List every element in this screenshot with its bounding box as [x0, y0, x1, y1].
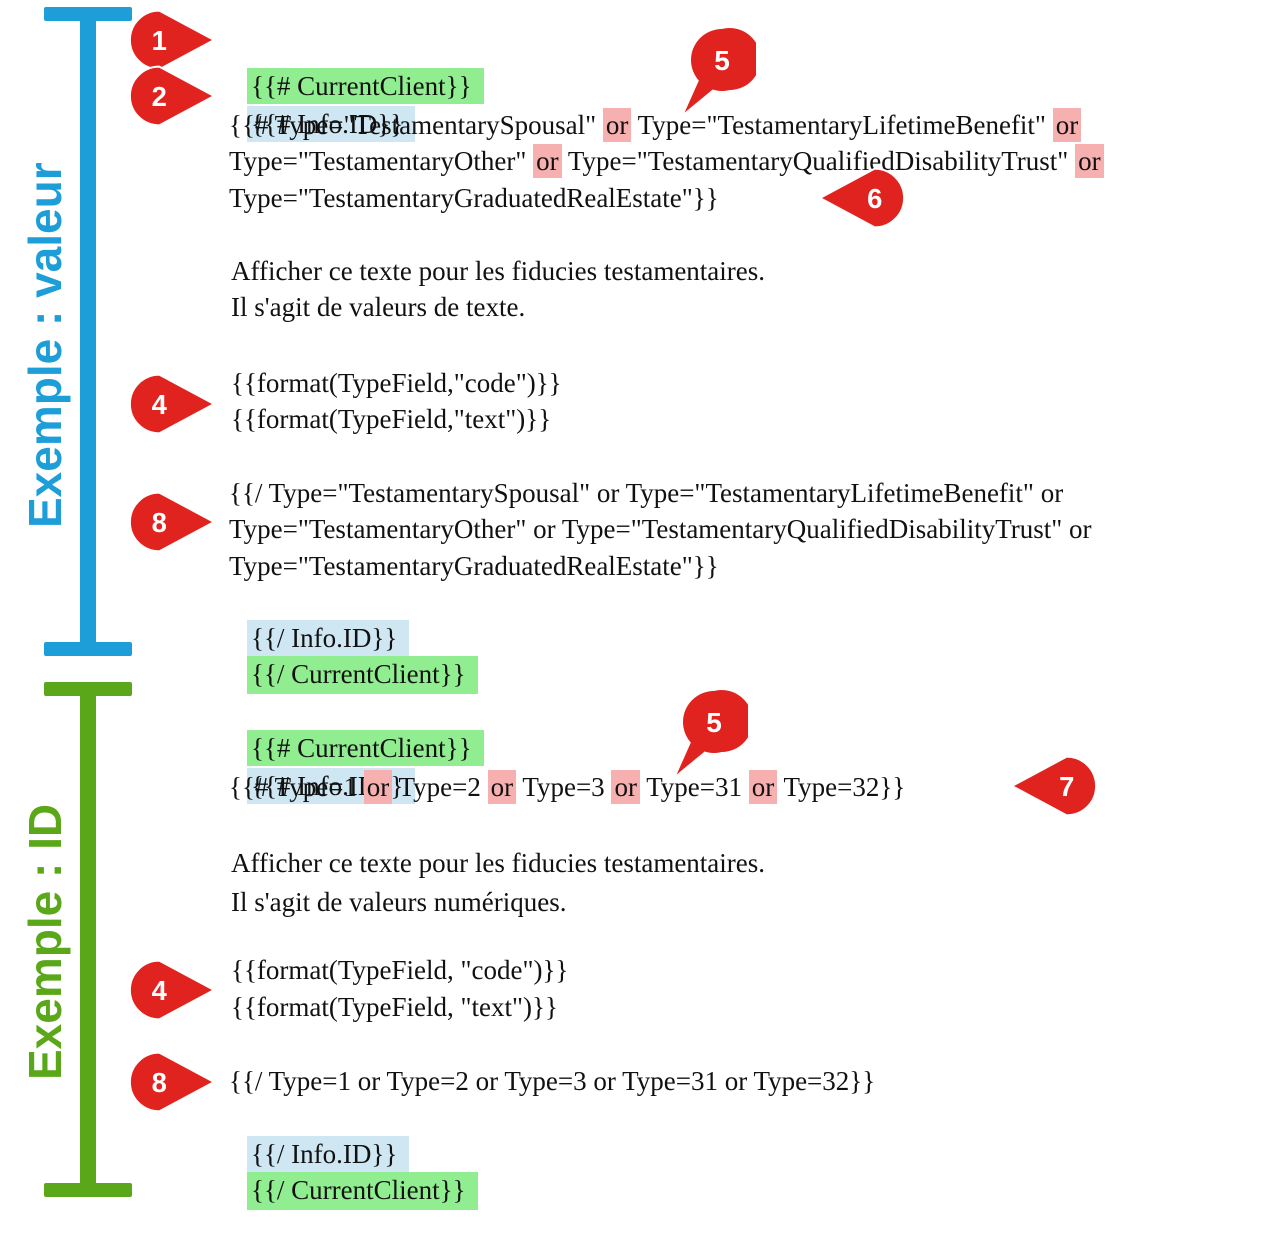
or-highlight: or: [1075, 144, 1104, 178]
description-line-2: Il s'agit de valeurs de texte.: [231, 292, 526, 322]
code-text: Type="TestamentaryOther": [229, 146, 534, 176]
close-condition-line-2: Type="TestamentaryOther" or Type="Testam…: [229, 514, 1092, 544]
open-client-line: {{# CurrentClient}}: [229, 32, 484, 104]
code-text: Type="TestamentaryQualifiedDisabilityTru…: [561, 146, 1076, 176]
callout-badge-pointer-icon: 5: [673, 688, 748, 779]
callout-badge-pointer-icon: 1: [129, 9, 216, 71]
badge-number: 1: [152, 25, 167, 56]
green-highlight: {{# CurrentClient}}: [247, 68, 484, 104]
badge-number: 6: [867, 183, 882, 214]
green-highlight: {{/ CurrentClient}}: [247, 656, 478, 694]
callout-badge-pointer-icon: 2: [129, 65, 216, 127]
bracket-stem: [80, 685, 96, 1190]
or-highlight: or: [748, 770, 778, 804]
or-highlight: or: [363, 770, 393, 804]
open-info-line: {{# Info.ID}}: [229, 732, 416, 804]
callout-badge-pointer-icon: 5: [681, 26, 756, 117]
badge-number: 5: [714, 45, 730, 76]
close-info-line: {{/ Info.ID}}: [229, 584, 410, 656]
badge-number: 4: [152, 975, 168, 1006]
badge-number: 8: [152, 1067, 167, 1098]
or-highlight: or: [1052, 108, 1082, 142]
close-condition-line: {{/ Type=1 or Type=2 or Type=3 or Type=3…: [229, 1066, 876, 1096]
code-text: {{# Type=1: [229, 772, 364, 802]
or-highlight: or: [602, 108, 632, 142]
format-code-line: {{format(TypeField, "code")}}: [231, 955, 569, 985]
description-line-1: Afficher ce texte pour les fiducies test…: [231, 256, 766, 286]
callout-badge-pointer-icon: 8: [129, 1051, 216, 1113]
callout-badge-pointer-icon: 6: [818, 167, 905, 229]
callout-badge-pointer-icon: 4: [129, 959, 216, 1021]
blue-highlight: {{/ Info.ID}}: [247, 1136, 410, 1172]
close-condition-line-3: Type="TestamentaryGraduatedRealEstate"}}: [229, 551, 719, 581]
close-client-line: {{/ CurrentClient}}: [229, 1136, 478, 1210]
close-condition-line-1: {{/ Type="TestamentarySpousal" or Type="…: [229, 478, 1064, 508]
bracket-bottom: [44, 642, 132, 656]
code-text: {{# Type="TestamentarySpousal": [229, 110, 603, 140]
section-label-valeur: Exemple : valeur: [19, 162, 71, 528]
or-highlight: or: [487, 770, 517, 804]
green-highlight: {{# CurrentClient}}: [247, 730, 484, 766]
condition-line: {{# Type=1 or Type=2 or Type=3 or Type=3…: [229, 769, 905, 805]
code-text: Type="TestamentaryLifetimeBenefit": [631, 110, 1053, 140]
condition-line-1: {{# Type="TestamentarySpousal" or Type="…: [229, 107, 1082, 143]
or-highlight: or: [611, 770, 640, 804]
close-client-line: {{/ CurrentClient}}: [229, 620, 478, 694]
or-highlight: or: [533, 144, 562, 178]
green-highlight: {{/ CurrentClient}}: [247, 1172, 478, 1210]
condition-line-3: Type="TestamentaryGraduatedRealEstate"}}: [229, 183, 719, 213]
open-client-line: {{# CurrentClient}}: [229, 694, 484, 766]
description-line-1: Afficher ce texte pour les fiducies test…: [231, 848, 766, 878]
section-label-id: Exemple : ID: [19, 803, 71, 1080]
badge-number: 5: [706, 707, 722, 738]
badge-number: 7: [1059, 771, 1074, 802]
callout-badge-pointer-icon: 7: [1010, 755, 1097, 817]
badge-number: 2: [152, 81, 167, 112]
blue-highlight: {{# Info.ID}}: [247, 106, 416, 142]
callout-badge-pointer-icon: 8: [129, 491, 216, 553]
close-info-line: {{/ Info.ID}}: [229, 1100, 410, 1172]
code-text: Type=2: [392, 772, 488, 802]
bracket-stem: [80, 10, 96, 650]
code-text: Type=32}}: [777, 772, 906, 802]
open-info-line: {{# Info.ID}}: [229, 70, 416, 142]
callout-badge-pointer-icon: 4: [129, 373, 216, 435]
code-text: Type=3: [516, 772, 612, 802]
blue-highlight: {{/ Info.ID}}: [247, 620, 410, 656]
format-text-line: {{format(TypeField, "text")}}: [231, 992, 558, 1022]
badge-number: 4: [152, 389, 168, 420]
format-text-line: {{format(TypeField,"text")}}: [231, 404, 552, 434]
badge-number: 8: [152, 507, 167, 538]
description-line-2: Il s'agit de valeurs numériques.: [231, 887, 567, 917]
code-text: Type=31: [639, 772, 749, 802]
format-code-line: {{format(TypeField,"code")}}: [231, 368, 562, 398]
bracket-bottom: [44, 1183, 132, 1197]
condition-line-2: Type="TestamentaryOther" or Type="Testam…: [229, 143, 1104, 179]
